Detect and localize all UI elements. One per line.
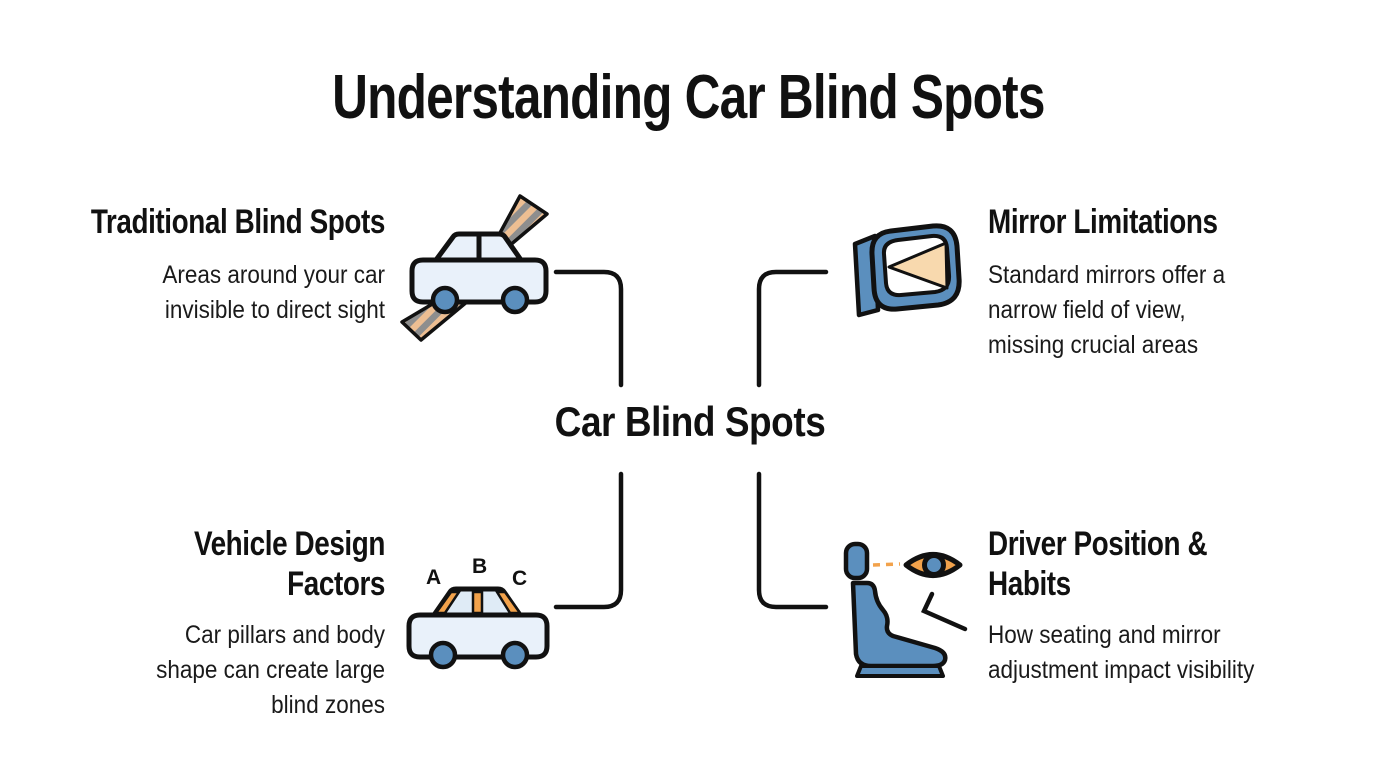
section-heading: Mirror Limitations [988, 203, 1218, 241]
mirror-stalk [920, 591, 968, 632]
body-line: How seating and mirror [988, 621, 1221, 649]
page-title: Understanding Car Blind Spots [0, 66, 1376, 130]
b-pillar [471, 590, 484, 615]
body-line: shape can create large [156, 656, 385, 684]
body-line: narrow field of view, [988, 296, 1186, 324]
center-node-label: Car Blind Spots [554, 398, 826, 445]
field-of-view-cone [887, 241, 949, 290]
section-body: How seating and mirror adjustment impact… [988, 618, 1366, 688]
section-heading: Vehicle Design Factors [41, 524, 385, 604]
pillar-label-b: B [472, 555, 487, 578]
section-body: Car pillars and body shape can create la… [7, 618, 385, 723]
body-line: Areas around your car [162, 261, 385, 289]
heading-line: Habits [988, 565, 1071, 603]
section-body: Standard mirrors offer a narrow field of… [988, 258, 1366, 363]
side-mirror-icon [852, 223, 962, 318]
car-pillars-icon: A B C [406, 555, 550, 670]
pillar-label-c: C [512, 567, 527, 590]
heading-line: Vehicle Design [193, 525, 385, 563]
car-wheel [428, 640, 458, 670]
body-line: adjustment impact visibility [988, 656, 1255, 684]
center-node: Car Blind Spots [536, 398, 844, 446]
pillar-label-a: A [426, 566, 441, 589]
body-line: blind zones [271, 691, 385, 719]
section-body: Areas around your car invisible to direc… [7, 258, 385, 328]
body-line: Standard mirrors offer a [988, 261, 1226, 289]
seat-base [855, 664, 945, 678]
gaze-dashed-line [872, 562, 901, 567]
section-mirror-limitations: Mirror Limitations Standard mirrors offe… [988, 202, 1376, 363]
connector-bottom-left [553, 471, 624, 610]
body-line: invisible to direct sight [164, 296, 385, 324]
car-wheel [500, 640, 530, 670]
section-traditional-blind-spots: Traditional Blind Spots Areas around you… [0, 202, 386, 328]
section-heading: Traditional Blind Spots [90, 203, 386, 241]
body-line: Car pillars and body [184, 621, 385, 649]
page-title-text: Understanding Car Blind Spots [331, 63, 1045, 132]
driver-seat-eye-icon [843, 541, 968, 678]
connector-top-left [553, 269, 624, 388]
connector-top-right [756, 269, 829, 388]
car-wheel [500, 285, 530, 315]
heading-line: Factors [287, 565, 385, 603]
section-driver-position-habits: Driver Position & Habits How seating and… [988, 524, 1376, 688]
car-with-blind-spot-beams-icon [400, 194, 549, 342]
car-wheel [430, 285, 460, 315]
section-vehicle-design-factors: Vehicle Design Factors Car pillars and b… [0, 524, 385, 723]
section-heading: Driver Position & Habits [988, 524, 1332, 604]
connector-bottom-right [756, 471, 829, 610]
body-line: missing crucial areas [988, 331, 1199, 359]
heading-line: Driver Position & [988, 525, 1208, 563]
headrest [843, 541, 870, 581]
eye-pupil [922, 553, 946, 577]
